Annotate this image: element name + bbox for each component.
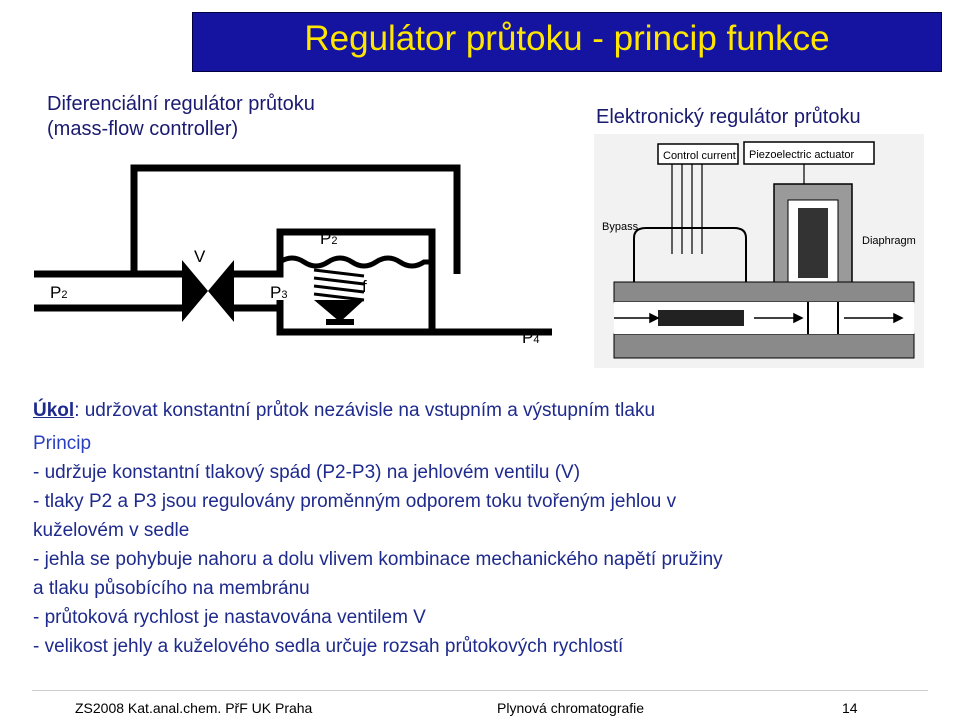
princip-line-2: - tlaky P2 a P3 jsou regulovány proměnný…: [33, 491, 677, 512]
footer-center: Plynová chromatografie: [497, 700, 645, 716]
needle-icon: [314, 300, 364, 322]
piezo-box: [743, 141, 875, 165]
svg-text:P2: P2: [50, 283, 67, 302]
ukol-label: Úkol: [33, 400, 75, 421]
left-diagram-label: Diferenciální regulátor průtoku (mass-fl…: [47, 92, 315, 142]
left-label-line1: Diferenciální regulátor průtoku: [47, 93, 315, 115]
princip-line-1: - udržuje konstantní tlakový spád (P2-P3…: [33, 462, 581, 483]
left-diagram: P2 V P2 P3 f P4: [30, 150, 556, 362]
footer-left: ZS2008 Kat.anal.chem. PřF UK Praha: [75, 700, 313, 716]
right-diagram: Control current Piezoelectric actuator B…: [594, 134, 924, 368]
princip-line-5: a tlaku působícího na membránu: [33, 578, 310, 599]
valve-v-icon: [182, 260, 208, 322]
footer-page-number: 14: [842, 700, 858, 716]
princip-heading: Princip: [33, 433, 92, 454]
svg-text:P3: P3: [270, 283, 287, 302]
label-v: V: [194, 247, 206, 266]
svg-text:P2: P2: [320, 229, 337, 248]
footer-divider: [32, 690, 928, 691]
page-title: Regulátor průtoku - princip funkce: [304, 19, 830, 58]
princip-line-7: - velikost jehly a kuželového sedla urču…: [33, 636, 624, 657]
diaphragm-label: Diaphragm: [862, 235, 916, 247]
princip-line-3: kuželovém v sedle: [33, 520, 190, 541]
bypass-label: Bypass: [602, 221, 639, 233]
control-current-label: Control current: [663, 150, 736, 162]
label-f: f: [362, 277, 367, 296]
label-p4: P: [522, 328, 533, 347]
princip-line-4: - jehla se pohybuje nahoru a dolu vlivem…: [33, 549, 723, 570]
svg-text:P4: P4: [522, 328, 539, 347]
left-label-line2: (mass-flow controller): [47, 118, 239, 140]
text-content: Úkol: udržovat konstantní průtok nezávis…: [33, 396, 933, 661]
membrane: [278, 255, 432, 269]
princip-line-6: - průtoková rychlost je nastavována vent…: [33, 607, 426, 628]
right-diagram-label: Elektronický regulátor průtoku: [596, 106, 861, 128]
piezo-label: Piezoelectric actuator: [749, 149, 854, 161]
label-p2-left: P: [50, 283, 61, 302]
label-p3: P: [270, 283, 281, 302]
ukol-line: Úkol: udržovat konstantní průtok nezávis…: [33, 396, 933, 425]
ukol-text: : udržovat konstantní průtok nezávisle n…: [74, 400, 656, 421]
spring-icon: [313, 268, 365, 302]
control-current-box: [657, 143, 739, 165]
title-bar: Regulátor průtoku - princip funkce: [192, 12, 942, 72]
label-p2-top: P: [320, 229, 331, 248]
